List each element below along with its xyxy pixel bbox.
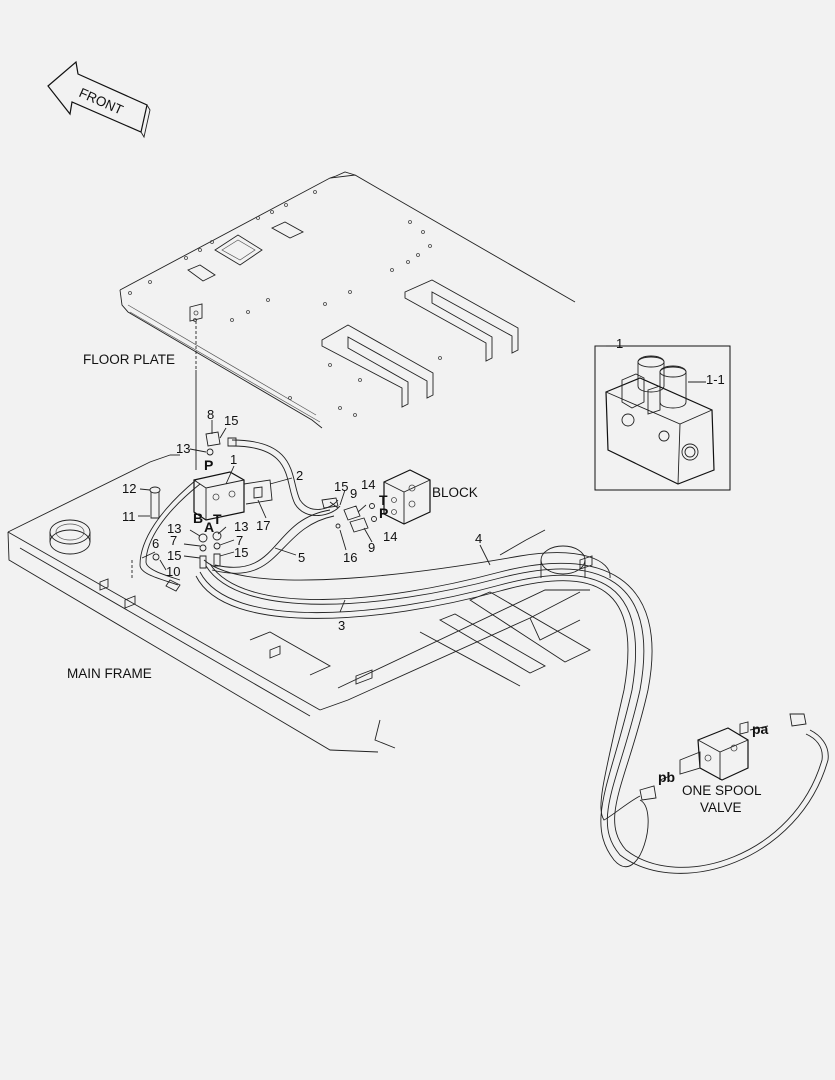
callout-6: 6	[152, 536, 159, 551]
callout-2: 2	[296, 468, 303, 483]
port-a: A	[204, 519, 214, 535]
callout-13-right: 13	[234, 519, 248, 534]
one-spool-valve-drawing	[639, 713, 807, 801]
callout-4: 4	[475, 531, 482, 546]
callout-11: 11	[122, 509, 136, 524]
valve-1-drawing	[131, 431, 273, 592]
callout-5: 5	[298, 550, 305, 565]
port-p-top: P	[204, 457, 213, 473]
callout-12: 12	[122, 481, 136, 496]
main-frame-label: MAIN FRAME	[67, 666, 152, 681]
callout-7-right: 7	[236, 533, 243, 548]
callout-13-left: 13	[167, 521, 181, 536]
floor-plate-drawing	[119, 171, 576, 470]
port-pa: pa	[752, 721, 769, 737]
callout-14-lower: 14	[383, 529, 397, 544]
one-spool-valve-label-line1: ONE SPOOL	[682, 783, 762, 798]
block-label: BLOCK	[432, 485, 478, 500]
callout-1: 1	[230, 452, 237, 467]
port-p-block: P	[379, 505, 388, 521]
callout-15-block: 15	[334, 479, 348, 494]
front-label: FRONT	[77, 85, 126, 118]
valve-detail-inset	[594, 345, 731, 491]
port-b: B	[193, 510, 203, 526]
hose-2-5	[211, 439, 341, 574]
callout-leaders	[138, 345, 769, 781]
callout-15-left: 15	[167, 548, 181, 563]
hose-bundle-3-4	[195, 552, 829, 874]
block-drawing	[321, 469, 431, 533]
port-pb: pb	[658, 769, 675, 785]
callout-10: 10	[166, 564, 180, 579]
one-spool-valve-label-line2: VALVE	[700, 800, 742, 815]
callout-15-top: 15	[224, 413, 238, 428]
callout-17: 17	[256, 518, 270, 533]
callout-8: 8	[207, 407, 214, 422]
port-t-valve: T	[213, 511, 222, 527]
callout-16: 16	[343, 550, 357, 565]
callout-1-1: 1-1	[706, 372, 725, 387]
callout-9-upper: 9	[350, 486, 357, 501]
floor-plate-label: FLOOR PLATE	[83, 352, 175, 367]
main-frame-drawing	[7, 454, 593, 753]
callout-1-inset: 1	[616, 336, 623, 351]
front-direction-arrow: FRONT	[47, 60, 151, 139]
callout-9-lower: 9	[368, 540, 375, 555]
callout-14-upper: 14	[361, 477, 375, 492]
callout-15-right: 15	[234, 545, 248, 560]
callout-13-top: 13	[176, 441, 190, 456]
callout-7-left: 7	[170, 533, 177, 548]
callout-3: 3	[338, 618, 345, 633]
port-t-block: T	[379, 492, 388, 508]
